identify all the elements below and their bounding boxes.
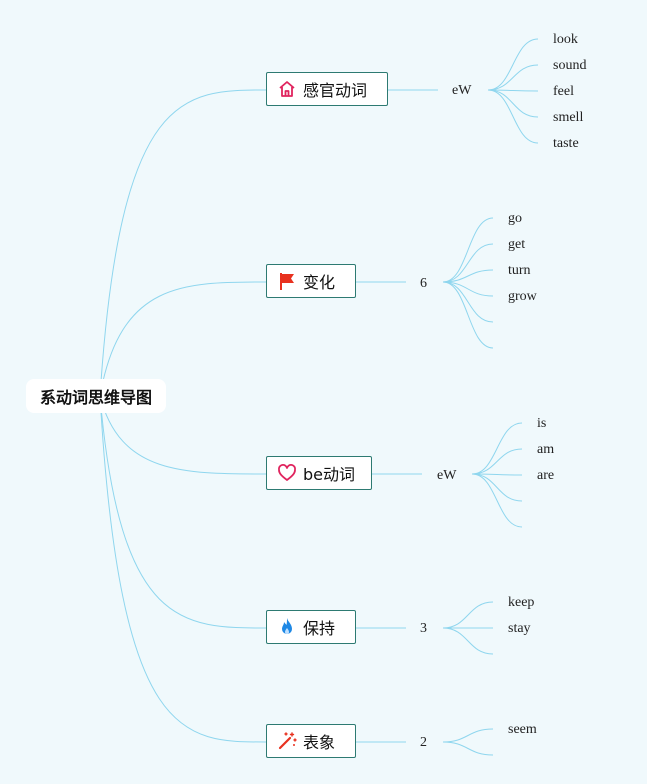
leaf-link [471, 448, 523, 475]
leaf-link [487, 38, 539, 91]
leaf-link [442, 243, 494, 283]
leaf-label: go [508, 211, 522, 226]
leaf-label: turn [508, 263, 531, 278]
magic-wand-icon [277, 731, 297, 751]
leaf-label: stay [508, 621, 531, 636]
leaf-label: are [537, 468, 555, 483]
leaf-link [471, 422, 523, 475]
branch-label: 感官动词 [303, 81, 368, 100]
leaf-label: sound [553, 58, 587, 73]
leaf-label: is [537, 416, 547, 431]
branch-label: 保持 [303, 619, 336, 638]
branch-label: be动词 [303, 465, 356, 484]
branch-node-sensory-verbs[interactable]: 感官动词 [266, 72, 388, 106]
leaf-label: taste [553, 136, 579, 151]
connector-label: eW [452, 83, 472, 98]
leaf-link [442, 728, 494, 743]
branch-node-be-verbs[interactable]: be动词 [266, 456, 372, 490]
root-branch-link [99, 89, 267, 397]
leaf-link [442, 281, 494, 349]
leaf-label: grow [508, 289, 537, 304]
root-label: 系动词思维导图 [39, 388, 152, 407]
branch-node-change[interactable]: 变化 [266, 264, 356, 298]
leaf-link [487, 89, 539, 144]
branch-node-appearance[interactable]: 表象 [266, 724, 356, 758]
branch-node-keep[interactable]: 保持 [266, 610, 356, 644]
leaf-link [487, 64, 539, 91]
heart-icon [277, 463, 297, 483]
connector-label: 3 [420, 621, 427, 636]
connector-label: 6 [420, 276, 427, 291]
leaf-link [442, 601, 494, 629]
flag-icon [277, 271, 297, 291]
leaf-label: get [508, 237, 526, 252]
leaf-label: keep [508, 595, 535, 610]
root-branch-link [99, 395, 267, 743]
house-icon [277, 79, 297, 99]
branch-label: 表象 [303, 733, 336, 752]
connector-label: eW [437, 468, 457, 483]
leaf-label: feel [553, 84, 574, 99]
leaf-label: seem [508, 722, 537, 737]
connector-label: 2 [420, 735, 427, 750]
leaf-label: smell [553, 110, 584, 125]
leaf-label: am [537, 442, 555, 457]
leaf-link [442, 217, 494, 283]
root-branch-link [99, 395, 267, 629]
leaf-label: look [553, 32, 578, 47]
leaf-link [471, 473, 523, 528]
root-branch-link [99, 395, 267, 475]
leaf-link [442, 741, 494, 756]
leaf-link [442, 269, 494, 283]
leaf-link [442, 627, 494, 655]
root-node[interactable]: 系动词思维导图 [26, 379, 166, 413]
flame-icon [277, 617, 297, 637]
root-branch-link [99, 281, 267, 397]
leaf-link [487, 89, 539, 118]
leaf-link [471, 473, 523, 502]
branch-label: 变化 [303, 273, 336, 292]
leaf-link [442, 281, 494, 323]
